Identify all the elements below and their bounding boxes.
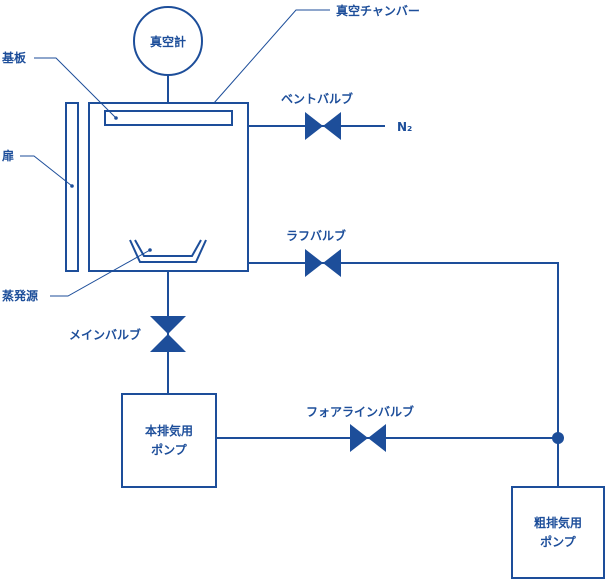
foreline-valve <box>350 424 386 452</box>
foreline-valve-label: フォアラインバルブ <box>306 404 414 419</box>
source-leader-dot <box>148 248 152 252</box>
door <box>65 102 79 272</box>
substrate <box>104 110 233 126</box>
evaporation-source-label: 蒸発源 <box>2 288 38 303</box>
chamber-leader <box>213 9 330 104</box>
vent-valve-label: ベントバルブ <box>281 91 353 106</box>
rough-valve-label: ラフバルブ <box>286 228 346 243</box>
main-pump <box>121 393 217 488</box>
door-leader-dot <box>70 184 74 188</box>
junction-dot <box>552 432 564 444</box>
rough-line <box>248 262 559 487</box>
rough-pump <box>511 486 605 579</box>
rough-pump-label-line1: 粗排気用 <box>534 515 582 530</box>
main-pump-label-line1: 本排気用 <box>145 423 193 438</box>
door-leader <box>20 155 73 187</box>
n2-label: N₂ <box>397 120 412 134</box>
evaporation-source <box>129 239 207 263</box>
substrate-label: 基板 <box>1 50 27 65</box>
main-valve <box>150 316 186 352</box>
vacuum-gauge-label: 真空計 <box>150 34 186 49</box>
rough-valve <box>305 249 341 277</box>
vacuum-chamber <box>88 102 249 272</box>
main-pump-label-line2: ポンプ <box>151 442 188 457</box>
door-label: 扉 <box>2 148 14 163</box>
vacuum-chamber-label: 真空チャンバー <box>336 3 420 18</box>
vent-valve <box>305 112 341 140</box>
substrate-leader <box>34 57 117 119</box>
rough-pump-label-line2: ポンプ <box>540 534 577 549</box>
main-valve-label: メインバルブ <box>69 327 141 342</box>
source-leader <box>50 249 151 297</box>
substrate-leader-dot <box>114 116 118 120</box>
